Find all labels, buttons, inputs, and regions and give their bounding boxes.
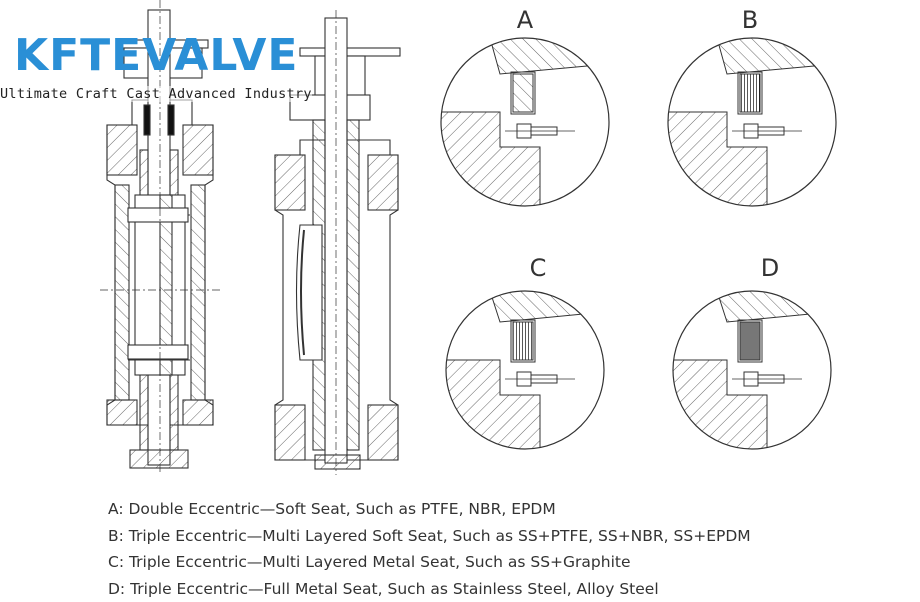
detail-label-a: A bbox=[505, 6, 545, 34]
detail-d-circle bbox=[673, 291, 831, 449]
brand-tagline: Ultimate Craft Cast Advanced Industry bbox=[0, 86, 312, 102]
seat-type-legend: A: Double Eccentric—Soft Seat, Such as P… bbox=[108, 496, 751, 602]
legend-item-a: A: Double Eccentric—Soft Seat, Such as P… bbox=[108, 496, 751, 523]
legend-item-b: B: Triple Eccentric—Multi Layered Soft S… bbox=[108, 523, 751, 550]
detail-label-c: C bbox=[518, 254, 558, 282]
detail-c-circle bbox=[446, 291, 604, 449]
detail-label-d: D bbox=[750, 254, 790, 282]
detail-a-circle bbox=[441, 38, 609, 206]
legend-item-d: D: Triple Eccentric—Full Metal Seat, Suc… bbox=[108, 576, 751, 602]
detail-b-circle bbox=[668, 38, 836, 206]
brand-logo: KFTEVALVE bbox=[14, 32, 298, 80]
detail-label-b: B bbox=[730, 6, 770, 34]
legend-item-c: C: Triple Eccentric—Multi Layered Metal … bbox=[108, 549, 751, 576]
